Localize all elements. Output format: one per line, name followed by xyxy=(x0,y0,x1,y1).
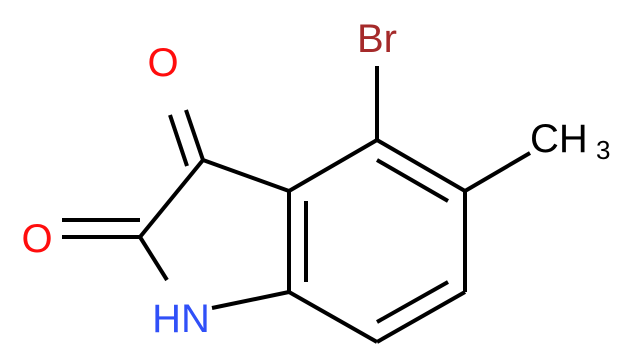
bonds xyxy=(62,66,532,344)
bond-c4-c5-inner xyxy=(375,158,450,203)
oxygen-ketone-label: O xyxy=(147,41,178,85)
bond-c6-c7 xyxy=(376,290,466,344)
bond-c3-o-b xyxy=(168,114,189,167)
atom-labels: Br O O CH 3 HN xyxy=(21,17,610,341)
bond-c5-ch3 xyxy=(463,151,532,193)
amine-label: HN xyxy=(152,297,210,341)
oxygen-lactam-label: O xyxy=(21,217,52,261)
bond-c6-c7-inner xyxy=(376,280,449,324)
bond-c3a-c3 xyxy=(202,158,290,193)
bond-c3-o-a xyxy=(184,109,205,161)
bond-c4-c5 xyxy=(375,138,467,193)
bond-c7-c7a xyxy=(288,290,378,344)
bond-c3a-c4 xyxy=(287,138,379,193)
methyl-subscript: 3 xyxy=(596,135,610,165)
bond-n1-c7a xyxy=(211,290,290,310)
bromine-label: Br xyxy=(357,17,397,61)
bond-c3-c2 xyxy=(138,158,205,239)
methyl-label: CH xyxy=(530,117,588,161)
bond-c2-n1 xyxy=(138,235,169,282)
